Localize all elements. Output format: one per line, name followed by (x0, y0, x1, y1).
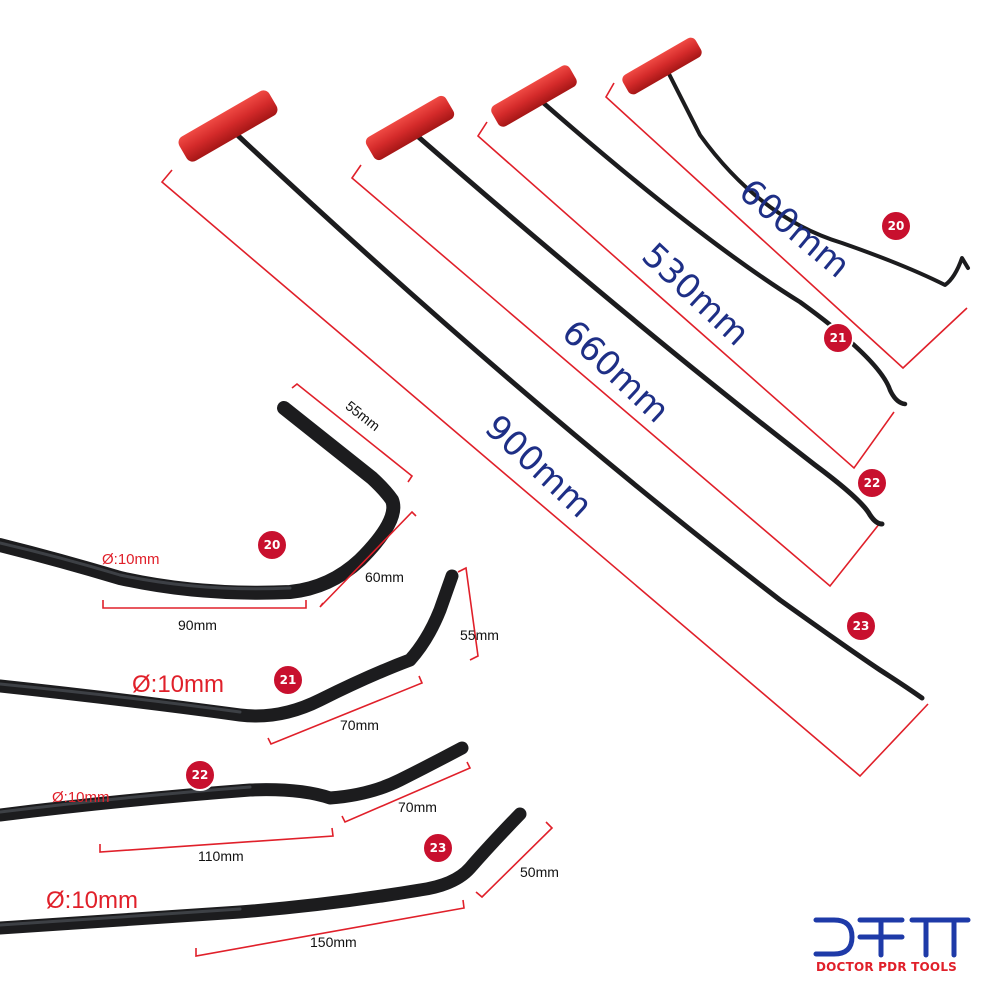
badge-21-detail: 21 (280, 673, 297, 687)
rod-detail-23 (0, 807, 527, 935)
brand-logo: DOCTOR PDR TOOLS (813, 917, 971, 974)
svg-text:23: 23 (853, 619, 870, 633)
dimension-lines (160, 82, 968, 778)
rod-20 (666, 70, 970, 287)
dimension-line-600 (604, 82, 968, 370)
rod-detail-20 (0, 401, 401, 600)
tip-detail-23: 50mm 150mm Ø:10mm 23 (0, 807, 559, 957)
svg-text:20: 20 (888, 219, 905, 233)
badge-22-detail: 22 (192, 768, 209, 782)
badge-21-long: 21 (822, 322, 854, 354)
rod-detail-21 (0, 569, 459, 723)
svg-text:21: 21 (830, 331, 847, 345)
diameter-23: Ø:10mm (46, 887, 138, 914)
svg-text:22: 22 (864, 476, 881, 490)
handle-21 (491, 65, 577, 127)
rod-21 (537, 97, 908, 407)
dimension-line-530 (476, 121, 895, 470)
dim-23-tip: 50mm (520, 864, 559, 880)
dimension-line-900 (160, 169, 929, 778)
dim-22-tip: 70mm (398, 799, 437, 815)
badge-20-long: 20 (880, 210, 912, 242)
dimension-line-660 (350, 164, 881, 588)
brand-name: DOCTOR PDR TOOLS (816, 960, 957, 974)
badge-22-long: 22 (856, 467, 888, 499)
dim-23-bend: 150mm (310, 934, 357, 950)
handle-23 (178, 90, 278, 162)
tool-20-long (622, 37, 970, 287)
rod-detail-22 (0, 741, 469, 822)
tip-detail-20: 55mm 60mm 90mm Ø:10mm 20 (0, 382, 417, 633)
tool-22-long (365, 95, 885, 527)
rod-23 (229, 127, 925, 701)
tip-detail-21: 55mm 70mm Ø:10mm 21 (0, 566, 499, 746)
diameter-21: Ø:10mm (132, 671, 224, 698)
badge-23-long: 23 (845, 610, 877, 642)
rod-22 (412, 131, 885, 527)
handle-20 (622, 37, 702, 95)
dim-21-tip: 55mm (460, 627, 499, 643)
dim-20-flat: 90mm (178, 617, 217, 633)
tool-21-long (491, 65, 908, 407)
diameter-20: Ø:10mm (102, 551, 160, 568)
dim-20-tip: 55mm (343, 397, 384, 434)
logo-mark-d (813, 917, 855, 957)
length-label-660: 660mm (554, 312, 677, 431)
badge-23-detail: 23 (430, 841, 447, 855)
diameter-22: Ø:10mm (52, 789, 110, 806)
badge-20-detail: 20 (264, 538, 281, 552)
handle-22 (365, 95, 455, 161)
tip-detail-22: 70mm 110mm Ø:10mm 22 (0, 741, 472, 864)
dim-22-bend: 110mm (198, 848, 244, 864)
tool-23-long (178, 90, 925, 701)
dim-21-bend: 70mm (340, 717, 379, 733)
dim-20-bend: 60mm (365, 569, 404, 585)
